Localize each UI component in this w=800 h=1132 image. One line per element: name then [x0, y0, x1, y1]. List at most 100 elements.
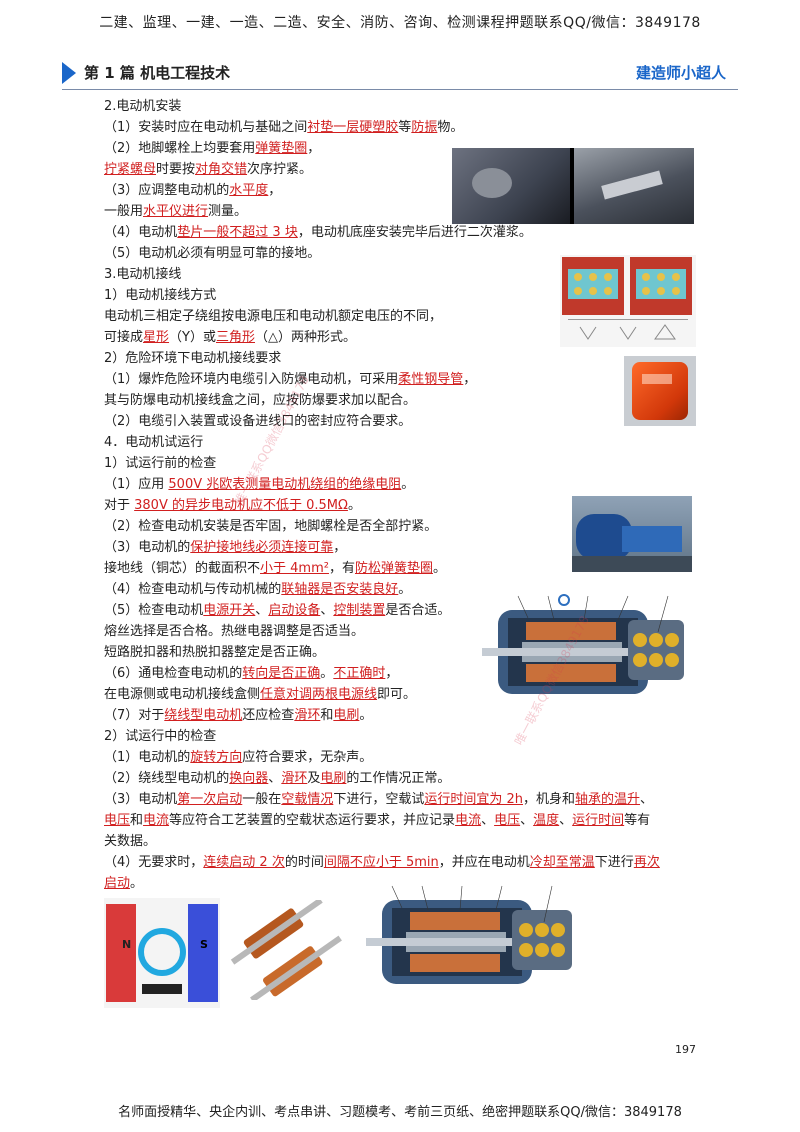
text-segment: ，电动机底座安装完毕后进行二次灌浆。 — [297, 225, 532, 240]
text-segment: ， — [333, 540, 347, 555]
text-segment: 对于 — [104, 498, 135, 513]
text-segment: 次序拧紧。 — [247, 162, 313, 177]
highlighted-term: 380V 的异步电动机应不低于 0.5MΩ — [134, 498, 348, 513]
text-segment: 等有 — [624, 813, 651, 828]
text-line: 拧紧螺母时要按对角交错次序拧紧。 — [104, 161, 312, 179]
highlighted-term: 保护接地线必须连接可靠 — [190, 540, 334, 555]
highlighted-term: 滑环 — [281, 771, 308, 786]
text-line: 电动机三相定子绕组按电源电压和电动机额定电压的不同， — [104, 308, 442, 326]
text-segment: （6）通电检查电动机的 — [104, 666, 243, 681]
text-segment: 接地线（铜芯）的截面积不 — [104, 561, 261, 576]
text-segment: ， — [463, 372, 477, 387]
text-segment: 一般用 — [104, 204, 144, 219]
motor-cutaway-diagram-lower — [362, 878, 584, 1004]
highlighted-term: 连续启动 2 次 — [203, 855, 285, 870]
text-segment: 和 — [320, 708, 334, 723]
wiring-diagram — [560, 255, 696, 347]
text-segment: （1）爆炸危险环境内电缆引入防爆电动机，可采用 — [104, 372, 399, 387]
text-segment: 应符合要求，无杂声。 — [242, 750, 373, 765]
text-segment: （Y）或 — [169, 330, 216, 345]
text-segment: 、 — [481, 813, 495, 828]
highlighted-term: 电压 — [494, 813, 521, 828]
text-segment: （2）绕线型电动机的 — [104, 771, 230, 786]
text-segment: 、 — [255, 603, 269, 618]
text-line: （2）地脚螺栓上均要套用弹簧垫圈， — [104, 140, 320, 158]
text-segment: 4．电动机试运行 — [104, 435, 204, 450]
text-segment: 一般在 — [242, 792, 282, 807]
highlighted-term: 电流 — [455, 813, 482, 828]
magnetic-field-diagram: N S — [104, 898, 220, 1008]
text-segment: （2）电缆引入装置或设备进线口的密封应符合要求。 — [104, 414, 412, 429]
text-segment: ， — [268, 183, 282, 198]
text-segment: 、 — [640, 792, 654, 807]
highlighted-term: 控制装置 — [333, 603, 386, 618]
explosion-proof-motor-photo — [624, 356, 696, 426]
text-segment: 的工作情况正常。 — [346, 771, 451, 786]
text-line: （1）安装时应在电动机与基础之间衬垫一层硬塑胶等防振物。 — [104, 119, 463, 137]
highlighted-term: 旋转方向 — [190, 750, 243, 765]
text-line: 短路脱扣器和热脱扣器整定是否正确。 — [104, 644, 325, 662]
text-line: 电压和电流等应符合工艺装置的空载状态运行要求，并应记录电流、电压、温度、运行时间… — [104, 812, 650, 830]
text-line: 2）试运行中的检查 — [104, 728, 216, 746]
text-segment: 短路脱扣器和热脱扣器整定是否正确。 — [104, 645, 326, 660]
chapter-marker-icon — [62, 62, 76, 84]
text-segment: （2）检查电动机安装是否牢固，地脚螺栓是否全部拧紧。 — [104, 519, 438, 534]
text-line: 2.电动机安装 — [104, 98, 181, 116]
text-segment: （3）应调整电动机的 — [104, 183, 230, 198]
text-line: （6）通电检查电动机的转向是否正确。不正确时， — [104, 665, 398, 683]
text-segment: （3）电动机 — [104, 792, 178, 807]
highlighted-term: 第一次启动 — [177, 792, 243, 807]
highlighted-term: 再次 — [633, 855, 660, 870]
install-photo — [452, 148, 694, 224]
text-line: 关数据。 — [104, 833, 156, 851]
text-segment: 测量。 — [208, 204, 248, 219]
motor-cutaway-diagram — [478, 590, 696, 716]
highlighted-term: 启动设备 — [268, 603, 321, 618]
text-segment: （4）无要求时， — [104, 855, 204, 870]
text-segment: 、 — [520, 813, 534, 828]
text-line: （4）无要求时，连续启动 2 次的时间间隔不应小于 5min，并应在电动机冷却至… — [104, 854, 660, 872]
highlighted-term: 运行时间宜为 2h — [424, 792, 523, 807]
text-line: 在电源侧或电动机接线盒侧任意对调两根电源线即可。 — [104, 686, 416, 704]
text-segment: 是否合适。 — [385, 603, 451, 618]
highlighted-term: 转向是否正确 — [242, 666, 321, 681]
text-line: （3）应调整电动机的水平度， — [104, 182, 281, 200]
highlighted-term: 换向器 — [229, 771, 269, 786]
highlighted-term: 电压 — [104, 813, 131, 828]
text-line: （5）检查电动机电源开关、启动设备、控制装置是否合适。 — [104, 602, 450, 620]
motor-pump-photo — [572, 496, 692, 572]
header-divider — [62, 89, 738, 90]
text-segment: 等 — [398, 120, 412, 135]
text-line: 熔丝选择是否合格。热继电器调整是否适当。 — [104, 623, 364, 641]
text-segment: （5）电动机必须有明显可靠的接地。 — [104, 246, 321, 261]
text-line: （1）爆炸危险环境内电缆引入防爆电动机，可采用柔性钢导管， — [104, 371, 476, 389]
text-line: 接地线（铜芯）的截面积不小于 4mm²，有防松弹簧垫圈。 — [104, 560, 446, 578]
text-line: （4）检查电动机与传动机械的联轴器是否安装良好。 — [104, 581, 411, 599]
text-line: （3）电动机第一次启动一般在空载情况下进行，空载试运行时间宜为 2h，机身和轴承… — [104, 791, 653, 809]
south-pole-label: S — [200, 938, 208, 951]
text-segment: 、 — [268, 771, 282, 786]
text-line: （3）电动机的保护接地线必须连接可靠， — [104, 539, 346, 557]
highlighted-term: 弹簧垫圈 — [255, 141, 308, 156]
text-segment: 即可。 — [377, 687, 417, 702]
text-line: 可接成星形（Y）或三角形（△）两种形式。 — [104, 329, 356, 347]
text-segment: 。 — [130, 876, 144, 891]
highlighted-term: 水平仪进行 — [143, 204, 209, 219]
text-segment: （5）检查电动机 — [104, 603, 204, 618]
text-segment: 2）危险环境下电动机接线要求 — [104, 351, 282, 366]
text-segment: 下进行，空载试 — [333, 792, 425, 807]
text-segment: 其与防爆电动机接线盒之间，应按防爆要求加以配合。 — [104, 393, 417, 408]
text-segment: （4）电动机 — [104, 225, 178, 240]
text-line: （2）检查电动机安装是否牢固，地脚螺栓是否全部拧紧。 — [104, 518, 437, 536]
top-banner: 二建、监理、一建、一造、二造、安全、消防、咨询、检测课程押题联系QQ/微信：38… — [99, 15, 701, 31]
text-segment: 2.电动机安装 — [104, 99, 182, 114]
highlighted-term: 小于 4mm² — [260, 561, 329, 576]
text-segment: 2）试运行中的检查 — [104, 729, 217, 744]
highlighted-term: 运行时间 — [572, 813, 625, 828]
text-line: （2）绕线型电动机的换向器、滑环及电刷的工作情况正常。 — [104, 770, 450, 788]
highlighted-term: 温度 — [533, 813, 560, 828]
footer-banner: 名师面授精华、央企内训、考点串讲、习题模考、考前三页纸、绝密押题联系QQ/微信：… — [118, 1105, 682, 1120]
highlighted-term: 防松弹簧垫圈 — [354, 561, 433, 576]
text-line: 其与防爆电动机接线盒之间，应按防爆要求加以配合。 — [104, 392, 416, 410]
highlighted-term: 间隔不应小于 5min — [323, 855, 439, 870]
